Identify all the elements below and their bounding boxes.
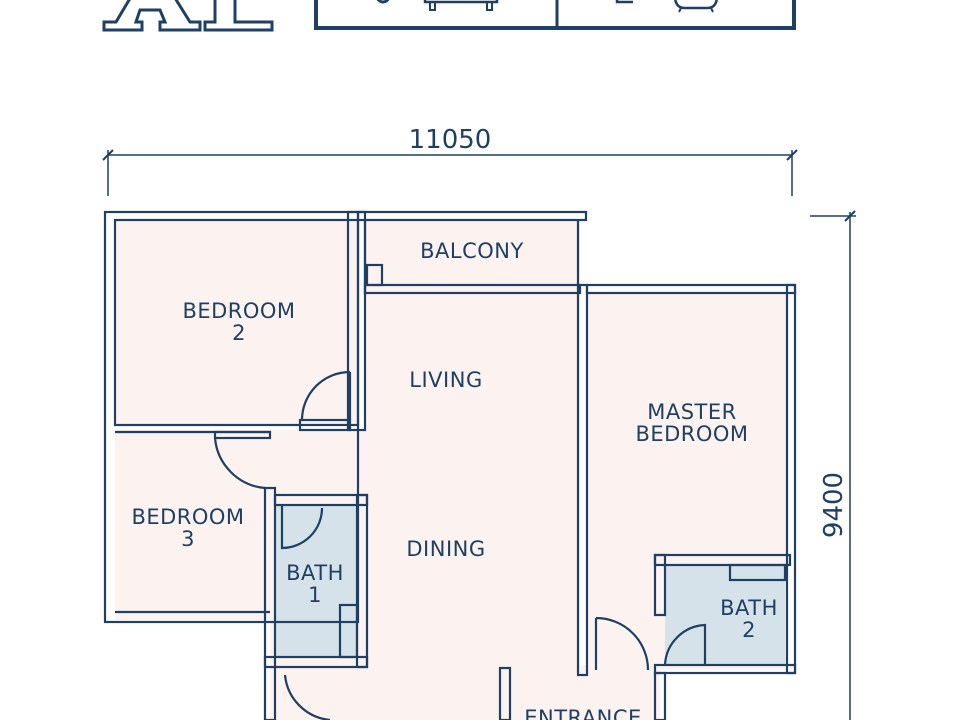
balcony-label: BALCONY [420, 239, 524, 263]
bath2-label: BATH [720, 596, 778, 620]
floor-fills [115, 220, 788, 720]
living-label: LIVING [409, 368, 482, 392]
bedroom3-number: 3 [181, 527, 195, 551]
depth-label: 9400 [819, 472, 849, 538]
master-label-line2: BEDROOM [635, 422, 748, 446]
bath2-wet-area [665, 565, 785, 665]
bed-icon [376, 0, 499, 11]
bath-icon [615, 0, 718, 13]
bedroom2-label: BEDROOM [182, 299, 295, 323]
depth-dimension: 9400 [810, 210, 856, 720]
bath1-number: 1 [308, 583, 322, 607]
entrance-label: ENTRANCE [524, 706, 642, 720]
unit-type-logo [102, 0, 274, 32]
door-swings [213, 370, 707, 720]
walls [103, 210, 797, 720]
unit-features-box [314, 0, 796, 30]
width-label: 11050 [409, 125, 492, 155]
bath2-number: 2 [742, 618, 756, 642]
master-label-line1: MASTER [647, 400, 737, 424]
bath1-label: BATH [286, 561, 344, 585]
dining-label: DINING [406, 537, 485, 561]
bedroom3-label: BEDROOM [131, 505, 244, 529]
bedroom2-number: 2 [232, 321, 246, 345]
width-dimension: 11050 [102, 125, 798, 196]
